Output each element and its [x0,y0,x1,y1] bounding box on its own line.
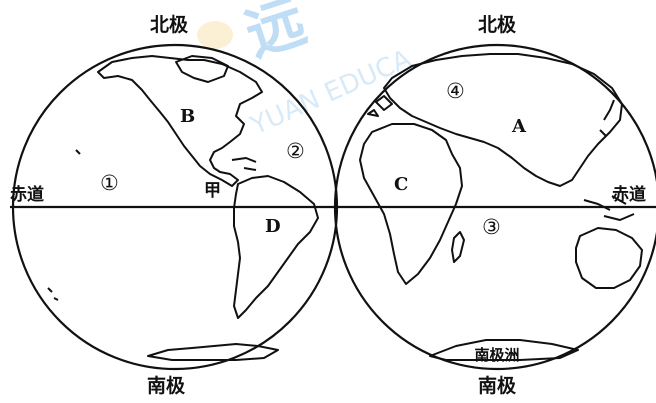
europe-islands [367,95,393,117]
north-pole-label-east: 北极 [478,13,517,36]
antarctica-west-outline [147,343,279,361]
place-label-jia: 甲 [204,181,221,201]
watermark: 远 YUAN EDUCA [197,0,416,142]
continent-letter-d: D [265,216,281,237]
ocean-number-3: ③ [482,215,501,239]
ocean-number-4: ④ [446,79,465,103]
south-pole-label-west: 南极 [147,374,186,397]
north-america-outline [97,55,263,187]
ocean-number-2: ② [286,139,305,163]
continent-letter-c: C [394,174,408,195]
ocean-number-1: ① [100,171,119,195]
antarctica-label: 南极洲 [474,346,519,364]
continent-letter-a: A [511,116,527,137]
eurasia-outline [383,53,623,187]
south-pole-label-east: 南极 [478,374,517,397]
eastern-hemisphere-land [359,53,643,361]
western-hemisphere-land [47,55,319,361]
japan-islands [599,99,615,137]
continent-letter-b: B [180,106,195,127]
equator-label-west: 赤道 [10,184,44,205]
south-america-outline [233,175,319,319]
indonesia-islands [583,195,635,221]
madagascar [451,231,465,263]
caribbean-islands [231,157,257,171]
watermark-cn: 远 [237,0,313,69]
greenland-islands [175,55,229,83]
pacific-islands [47,149,81,301]
australia-outline [575,227,643,289]
north-pole-label-west: 北极 [150,13,189,36]
equator-label-east: 赤道 [612,184,646,205]
watermark-logo-dot [197,21,233,49]
africa-outline [359,123,463,285]
antarctica-east-outline [429,339,579,361]
